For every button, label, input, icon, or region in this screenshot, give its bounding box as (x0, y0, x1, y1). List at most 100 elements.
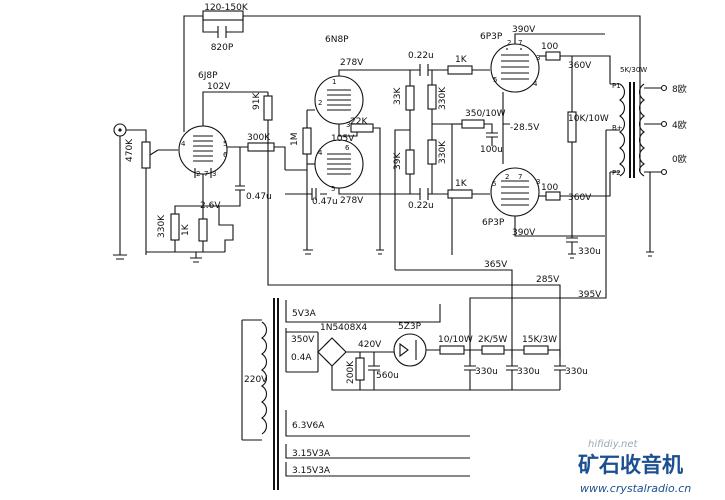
svg-text:5: 5 (223, 140, 227, 148)
b-plus-rails: 365V 285V 395V (267, 130, 607, 358)
r1k-cathode (198, 218, 208, 242)
svg-text:100: 100 (541, 42, 558, 52)
svg-text:0.47u: 0.47u (312, 197, 338, 207)
v1-plate-volt: 102V (207, 82, 231, 92)
svg-text:2: 2 (196, 170, 200, 178)
svg-text:1K: 1K (455, 55, 468, 65)
svg-text:2: 2 (318, 99, 322, 107)
svg-text:330K: 330K (438, 140, 448, 164)
svg-text:7: 7 (518, 39, 522, 47)
svg-text:10K/10W: 10K/10W (568, 114, 609, 124)
svg-text:330u: 330u (565, 367, 588, 377)
svg-text:3.15V3A: 3.15V3A (292, 466, 331, 476)
svg-text:91K: 91K (252, 92, 262, 110)
svg-text:395V: 395V (578, 290, 602, 300)
svg-text:350V: 350V (291, 335, 315, 345)
svg-text:5: 5 (493, 76, 497, 84)
svg-text:B+: B+ (612, 124, 623, 132)
svg-text:3.15V3A: 3.15V3A (292, 449, 331, 459)
svg-text:360V: 360V (568, 61, 592, 71)
svg-text:2: 2 (507, 39, 511, 47)
svg-text:3: 3 (346, 121, 350, 129)
output-stage: 6P3P 2 7 3 5 4 390V 100 360V 6P3P 2 7 3 … (452, 25, 611, 259)
svg-text:P2: P2 (612, 169, 621, 177)
svg-text:560u: 560u (376, 371, 399, 381)
r200k (355, 357, 365, 381)
r2k5w (481, 345, 505, 355)
svg-text:2K/5W: 2K/5W (478, 335, 507, 345)
svg-text:330K: 330K (438, 86, 448, 110)
svg-text:420V: 420V (358, 340, 382, 350)
mains-label: 220V (244, 375, 268, 385)
driver-stage: 6N8P 1 2 3 4 6 5 278V 278V 1M 105V 22K (285, 35, 410, 255)
svg-text:100u: 100u (480, 145, 503, 155)
v1-label: 6J8P (198, 71, 218, 81)
feedback-cap-label: 820P (211, 43, 234, 53)
v3-top-label: 6P3P (480, 32, 503, 42)
svg-text:6.3V6A: 6.3V6A (292, 421, 325, 431)
svg-text:3: 3 (212, 170, 216, 178)
r100-b (545, 191, 561, 201)
svg-text:1: 1 (332, 78, 336, 86)
svg-text:4: 4 (533, 80, 538, 88)
bias-volt: -28.5V (510, 123, 540, 133)
brand-name: 矿石收音机 (578, 453, 683, 477)
svg-text:1K: 1K (181, 223, 191, 236)
bridge-rectifier (317, 337, 347, 367)
coupling-network: 0.22u 0.22u 33K 39K 330K 330K 1K 1K (393, 51, 490, 270)
svg-text:15K/3W: 15K/3W (522, 335, 557, 345)
svg-text:5V3A: 5V3A (292, 309, 317, 319)
svg-text:0.47u: 0.47u (246, 192, 272, 202)
svg-text:6: 6 (223, 151, 228, 159)
svg-text:350/10W: 350/10W (465, 109, 506, 119)
svg-text:1K: 1K (455, 179, 468, 189)
svg-text:5K/30W: 5K/30W (620, 66, 647, 74)
v3-top-volt: 390V (512, 25, 536, 35)
rect-label: 5Z3P (398, 322, 422, 332)
svg-text:2: 2 (505, 173, 509, 181)
r100-a (545, 51, 561, 61)
svg-text:200K: 200K (346, 360, 356, 384)
r91k (263, 95, 273, 121)
svg-text:0.22u: 0.22u (408, 51, 434, 61)
tube-5z3p (393, 333, 427, 367)
svg-text:10/10W: 10/10W (438, 335, 473, 345)
svg-text:330K: 330K (157, 214, 167, 238)
r330k-b (427, 139, 437, 165)
v2-plate-b: 278V (340, 196, 364, 206)
tube-v3-top (490, 43, 540, 93)
tube-v3-bottom (490, 167, 540, 217)
brand-block: hifidiy.net 矿石收音机 www.crystalradio.cn (578, 439, 691, 495)
r350 (461, 119, 485, 129)
svg-text:1M: 1M (290, 133, 300, 147)
svg-text:6: 6 (345, 144, 350, 152)
v2-cathode-volt: 105V (331, 134, 355, 144)
svg-text:100: 100 (541, 183, 558, 193)
v2-label: 6N8P (325, 35, 349, 45)
svg-text:1N5408X4: 1N5408X4 (320, 323, 368, 333)
svg-text:330u: 330u (475, 367, 498, 377)
tap-4: 4欧 (672, 119, 687, 131)
svg-text:3: 3 (536, 178, 540, 186)
r39k (405, 149, 415, 175)
v2-plate-a: 278V (340, 58, 364, 68)
svg-text:0.4A: 0.4A (291, 353, 312, 363)
feedback-resistor-label: 120-150K (204, 3, 249, 13)
pot-label: 470K (125, 138, 135, 162)
svg-text:5: 5 (492, 180, 496, 188)
r330k-a (427, 84, 437, 110)
svg-text:4: 4 (181, 140, 186, 148)
svg-text:3: 3 (536, 54, 540, 62)
svg-text:22K: 22K (350, 117, 368, 127)
svg-text:33K: 33K (393, 87, 403, 105)
svg-text:4: 4 (318, 149, 323, 157)
v3-bottom-volt: 390V (512, 228, 536, 238)
r1m (302, 127, 312, 155)
svg-text:P1: P1 (612, 82, 621, 90)
svg-text:330u: 330u (578, 247, 601, 257)
watermark: hifidiy.net (588, 439, 639, 450)
r10-10w (439, 345, 465, 355)
volume-pot (141, 141, 151, 169)
